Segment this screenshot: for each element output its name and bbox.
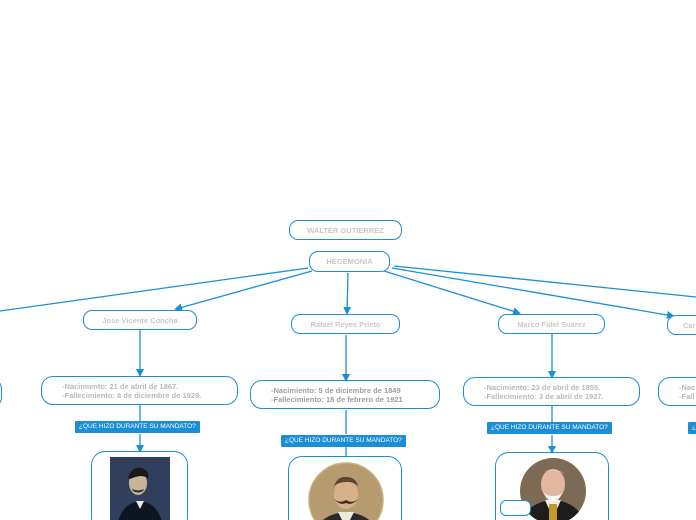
question-label-reyes[interactable]: ¿QUE HIZO DURANTE SU MANDATO? xyxy=(281,435,406,447)
death-reyes: -Fallecimiento: 18 de febrero de 1921 xyxy=(271,395,403,404)
small-node-suarez[interactable] xyxy=(500,500,531,516)
death-concha: -Fallecimiento: 8 de diciembre de 1929. xyxy=(62,391,201,400)
root-topic[interactable]: WALTER GUTIERREZ xyxy=(289,220,402,240)
link-hub-car xyxy=(392,268,673,316)
info-right[interactable]: -Nac -Fall xyxy=(658,377,696,406)
branch-name-concha[interactable]: Jose Vicente Concha xyxy=(83,310,197,330)
death-right: -Fall xyxy=(679,392,694,401)
info-reyes[interactable]: -Nacimiento: 5 de diciembre de 1849 -Fal… xyxy=(250,380,440,409)
image-box-reyes[interactable] xyxy=(288,456,402,520)
portrait-reyes-icon xyxy=(308,462,384,520)
hub-topic[interactable]: HEGEMONIA xyxy=(309,251,390,272)
portrait-concha-icon xyxy=(110,457,170,520)
image-box-concha[interactable] xyxy=(91,451,188,520)
question-label-right[interactable]: ¿ xyxy=(688,422,696,434)
info-suarez[interactable]: -Nacimiento: 23 de abril de 1855. -Falle… xyxy=(463,377,640,406)
branch-name-right[interactable]: Car xyxy=(667,315,696,335)
birth-right: -Nac xyxy=(679,383,695,392)
birth-suarez: -Nacimiento: 23 de abril de 1855. xyxy=(484,383,600,392)
link-hub-offscreen-right xyxy=(394,266,696,297)
birth-concha: -Nacimiento: 21 de abril de 1867. xyxy=(62,382,178,391)
link-hub-offscreen-left xyxy=(0,268,308,311)
branch-name-reyes[interactable]: Rafael Reyes Prieto xyxy=(291,314,400,334)
birth-reyes: -Nacimiento: 5 de diciembre de 1849 xyxy=(271,386,401,395)
link-hub-reyes xyxy=(347,273,348,313)
question-label-suarez[interactable]: ¿QUE HIZO DURANTE SU MANDATO? xyxy=(487,422,612,434)
question-label-concha[interactable]: ¿QUE HIZO DURANTE SU MANDATO? xyxy=(75,421,200,433)
info-concha[interactable]: -Nacimiento: 21 de abril de 1867. -Falle… xyxy=(41,376,238,405)
death-suarez: -Fallecimiento: 3 de abril de 1927. xyxy=(484,392,604,401)
branch-name-suarez[interactable]: Marco Fidel Suarez xyxy=(498,314,605,334)
